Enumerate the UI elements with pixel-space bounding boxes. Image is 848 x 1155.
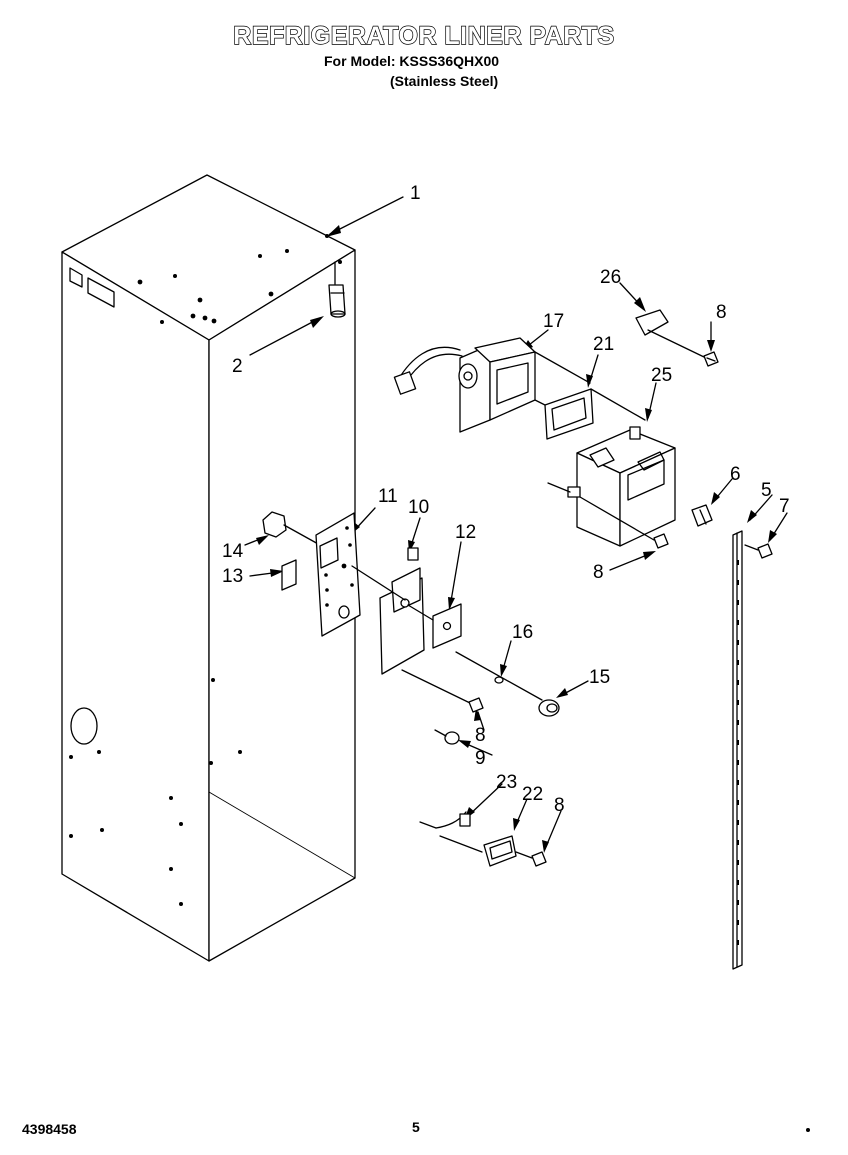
liner-cabinet: [61, 174, 356, 962]
callout-8-bottom: 8: [554, 795, 565, 816]
part-17-light-housing: [393, 337, 591, 433]
part-10-bracket: [351, 547, 471, 704]
part-7-screw: [744, 543, 773, 559]
callout-5: 5: [761, 480, 772, 501]
part-15-knob: [538, 699, 560, 717]
part-21-lens: [544, 388, 646, 440]
model-finish: (Stainless Steel): [390, 73, 499, 89]
callout-25: 25: [651, 365, 672, 386]
callout-13: 13: [222, 566, 243, 587]
callout-15: 15: [589, 667, 610, 688]
part-6-clip: [691, 504, 713, 527]
callout-8-lower: 8: [475, 725, 486, 746]
callout-26: 26: [600, 267, 621, 288]
screw-8-top: [703, 351, 719, 367]
part-26-bracket: [635, 309, 705, 358]
callout-23: 23: [496, 772, 517, 793]
part-9-plug: [434, 729, 460, 745]
rail-slots: [737, 560, 739, 945]
plate-holes: [324, 526, 354, 607]
screw-8-lower: [468, 697, 484, 713]
part-22-switch: [483, 835, 533, 867]
cabinet-holes: [69, 234, 342, 906]
corner-mark: [806, 1128, 810, 1132]
callout-16: 16: [512, 622, 533, 643]
part-14-knob: [262, 511, 321, 546]
part-5-rail: [732, 530, 743, 970]
model-number: For Model: KSSS36QHX00: [324, 53, 500, 69]
page-title: REFRIGERATOR LINER PARTS: [233, 21, 615, 50]
document-number: 4398458: [22, 1121, 77, 1137]
callout-1: 1: [410, 183, 421, 204]
callout-8-mid: 8: [593, 562, 604, 583]
part-16-washer: [455, 651, 543, 701]
callout-22: 22: [522, 784, 543, 805]
part-13-label: [281, 559, 297, 591]
callout-12: 12: [455, 522, 476, 543]
part-11-control-plate: [315, 512, 361, 637]
part-12-plate: [407, 603, 462, 649]
callout-11: 11: [378, 486, 398, 507]
callout-7: 7: [779, 496, 790, 517]
part-2-socket: [328, 261, 346, 318]
screw-8-bottom: [531, 851, 547, 867]
callout-labels: 1 2 26 8 17 21 25 6 5 7 8 11 10 12 14 13…: [222, 183, 790, 816]
screw-8-mid: [653, 533, 669, 549]
callout-2: 2: [232, 356, 243, 377]
callout-8-top: 8: [716, 302, 727, 323]
part-25-cover: [547, 426, 676, 547]
callout-21: 21: [593, 334, 614, 355]
callout-6: 6: [730, 464, 741, 485]
part-23-wire: [419, 811, 483, 853]
page-number: 5: [412, 1119, 420, 1135]
callout-10: 10: [408, 497, 429, 518]
callout-17: 17: [543, 311, 564, 332]
callout-9: 9: [475, 748, 486, 769]
callout-14: 14: [222, 541, 244, 562]
